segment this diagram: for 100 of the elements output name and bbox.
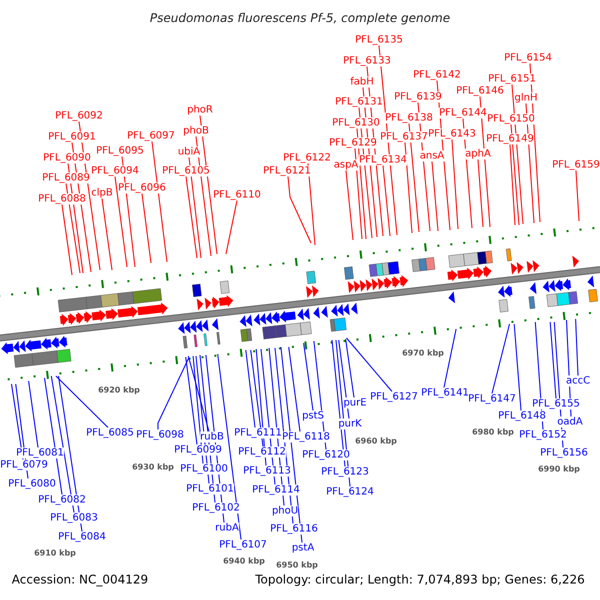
title: Pseudomonas fluorescens Pf-5, complete genome xyxy=(150,11,450,25)
gene-label: PFL_6146 xyxy=(456,86,504,96)
gene-label: purK xyxy=(338,418,362,430)
scale-label: 6930 kbp xyxy=(132,462,174,472)
leader-line xyxy=(510,144,516,226)
gene-label: ubiA xyxy=(178,146,200,158)
gene-label: phoU xyxy=(272,506,298,516)
leader-line xyxy=(55,376,108,428)
gene-label: PFL_6107 xyxy=(219,540,267,550)
gene-label: PFL_6097 xyxy=(127,130,175,142)
gene-label: phoR xyxy=(187,104,213,116)
gene-label: PFL_6133 xyxy=(343,56,391,66)
gene-label: PFL_6154 xyxy=(504,52,552,64)
gene-label: PFL_6143 xyxy=(428,128,476,140)
footer-text: Topology: circular; Length: 7,074,893 bp; Genes: 6,226 xyxy=(255,574,585,586)
leader-line xyxy=(62,204,72,276)
gene-label: PFL_6092 xyxy=(55,110,103,122)
gene-label: PFL_6085 xyxy=(86,428,134,438)
leader-line xyxy=(346,338,392,392)
gene-label: PFL_6149 xyxy=(486,134,534,144)
gene-label: oadA xyxy=(557,416,583,428)
gene-label: PFL_6099 xyxy=(174,444,222,456)
gene-label: glnH xyxy=(514,92,538,104)
leader-line xyxy=(188,356,210,432)
gene-label: PFL_6105 xyxy=(162,166,210,176)
leader-line xyxy=(345,338,354,398)
gene-label: PFL_6155 xyxy=(532,398,580,410)
gene-label: PFL_6081 xyxy=(16,448,64,458)
gene-label: PFL_6156 xyxy=(540,448,588,458)
leader-line xyxy=(432,161,438,232)
gene-label: PFL_6127 xyxy=(370,392,418,402)
gene-label: PFL_6094 xyxy=(91,166,139,176)
leader-line xyxy=(192,356,204,464)
gene-label: PFL_6129 xyxy=(329,138,377,148)
leader-line xyxy=(404,142,412,234)
leader-line xyxy=(28,380,38,448)
leader-line xyxy=(217,354,242,540)
leader-line xyxy=(245,350,256,428)
gene-label: PFL_6151 xyxy=(488,74,536,84)
gene-label: fabH xyxy=(350,76,374,88)
gene-label: phoB xyxy=(183,126,209,136)
scale-label: 6950 kbp xyxy=(276,560,318,570)
gene-label: PFL_6130 xyxy=(332,118,380,128)
gene-label: PFL_6135 xyxy=(355,34,403,46)
gene-label: PFL_6090 xyxy=(43,152,91,164)
scale-label: 6980 kbp xyxy=(472,428,514,436)
gene-label: rubA xyxy=(215,522,239,534)
gene-label: PFL_6152 xyxy=(519,430,567,440)
leader-line xyxy=(102,198,112,270)
gene-label: PFL_6101 xyxy=(186,484,234,494)
scale-label: 6920 kbp xyxy=(98,386,140,394)
leader-line xyxy=(550,322,556,399)
footer-text: Accession: NC_004129 xyxy=(12,574,148,586)
leader-line xyxy=(575,318,578,376)
gene-label: PFL_6083 xyxy=(50,512,98,524)
gene-label: PFL_6122 xyxy=(283,152,331,164)
leader-line xyxy=(303,342,314,411)
leader-line xyxy=(185,356,198,445)
gene-label: PFL_6084 xyxy=(58,532,106,542)
gene-label: PFL_6134 xyxy=(359,154,407,166)
leader-line xyxy=(288,346,300,432)
leader-line xyxy=(576,170,580,222)
gene-label: aphA xyxy=(465,148,491,160)
gene-label: PFL_6095 xyxy=(96,146,144,156)
gene-label: PFL_6144 xyxy=(439,108,487,118)
leader-line xyxy=(510,124,520,226)
gene-label: PFL_6141 xyxy=(421,388,469,398)
gene-label: ansA xyxy=(420,150,444,162)
leader-line xyxy=(188,157,202,258)
gene-label: accC xyxy=(566,376,590,386)
gene-label: PFL_6131 xyxy=(335,96,383,108)
leader-line xyxy=(338,340,350,419)
leader-line xyxy=(50,376,74,513)
leader-line xyxy=(408,123,420,232)
gene-label: PFL_6148 xyxy=(498,410,546,422)
leader-line xyxy=(44,378,62,495)
gene-label: aspA xyxy=(334,160,358,170)
gene-label: PFL_6100 xyxy=(180,464,228,474)
gene-label: PFL_6159 xyxy=(552,160,600,170)
leader-line xyxy=(308,163,316,246)
gene-label: PFL_6114 xyxy=(252,484,300,496)
gene-label: clpB xyxy=(91,188,113,198)
gene-label: PFL_6082 xyxy=(38,494,86,506)
scale-label: 6940 kbp xyxy=(223,556,265,566)
gene-label: PFL_6147 xyxy=(468,394,516,404)
gene-label: purE xyxy=(343,398,367,408)
gene-label: PFL_6120 xyxy=(302,450,350,460)
leader-line xyxy=(152,141,168,262)
gene-label: PFL_6096 xyxy=(118,182,166,194)
leader-line xyxy=(382,165,390,236)
leader-line xyxy=(66,183,80,274)
scale-label: 6970 kbp xyxy=(402,348,444,358)
gene-label: PFL_6111 xyxy=(234,428,282,438)
gene-label: PFL_6113 xyxy=(243,466,291,476)
leader-line xyxy=(250,350,264,447)
gene-label: PFL_6089 xyxy=(42,172,90,184)
leader-line xyxy=(58,376,82,532)
gene-label: PFL_6121 xyxy=(263,166,311,176)
gene-label: pstS xyxy=(302,410,324,422)
leader-line xyxy=(332,340,346,467)
